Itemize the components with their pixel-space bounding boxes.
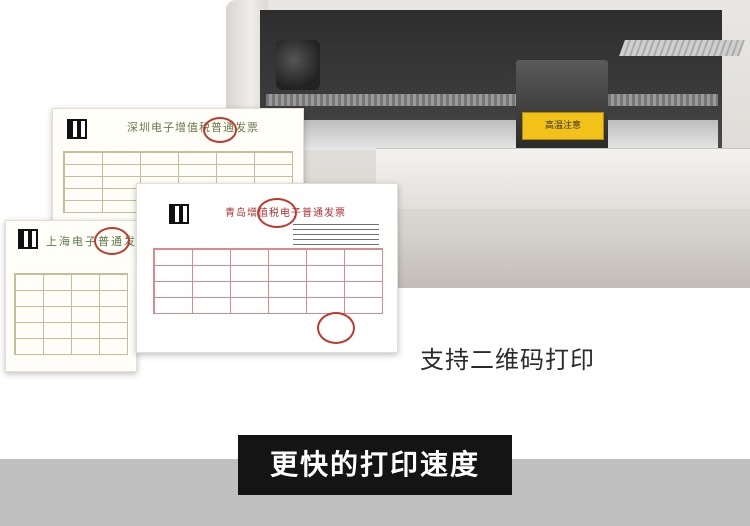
printer-platen — [266, 120, 718, 150]
print-head-warning-label: 高温注意 — [522, 112, 604, 140]
printer-ribbon — [619, 40, 745, 56]
product-photo: 高温注意 深圳电子增值税普通发票 上海电子普通发票 青岛增值税电子普通发票 支持… — [5, 0, 750, 374]
printer-platen-knob — [276, 40, 320, 90]
invoice-shanghai: 上海电子普通发票 — [5, 220, 148, 372]
printer-front-cover — [376, 148, 750, 209]
printer-carriage-rail — [266, 94, 718, 106]
qr-code-icon — [18, 229, 38, 249]
cipher-code-block — [293, 224, 379, 246]
seller-stamp-icon — [317, 312, 355, 344]
invoice-table — [153, 248, 383, 314]
invoice-qingdao: 青岛增值税电子普通发票 — [136, 183, 398, 353]
stamp-icon — [94, 227, 130, 255]
invoice-table — [14, 273, 128, 355]
invoice-title: 深圳电子增值税普通发票 — [127, 121, 259, 134]
qr-code-icon — [67, 119, 87, 139]
dot-matrix-printer: 高温注意 — [226, 0, 750, 288]
printer-base — [396, 230, 750, 288]
stamp-icon — [257, 198, 297, 228]
section-banner: 更快的打印速度 — [238, 435, 512, 495]
stamp-icon — [203, 117, 237, 143]
qr-code-icon — [169, 204, 189, 224]
feature-caption: 支持二维码打印 — [420, 346, 595, 374]
